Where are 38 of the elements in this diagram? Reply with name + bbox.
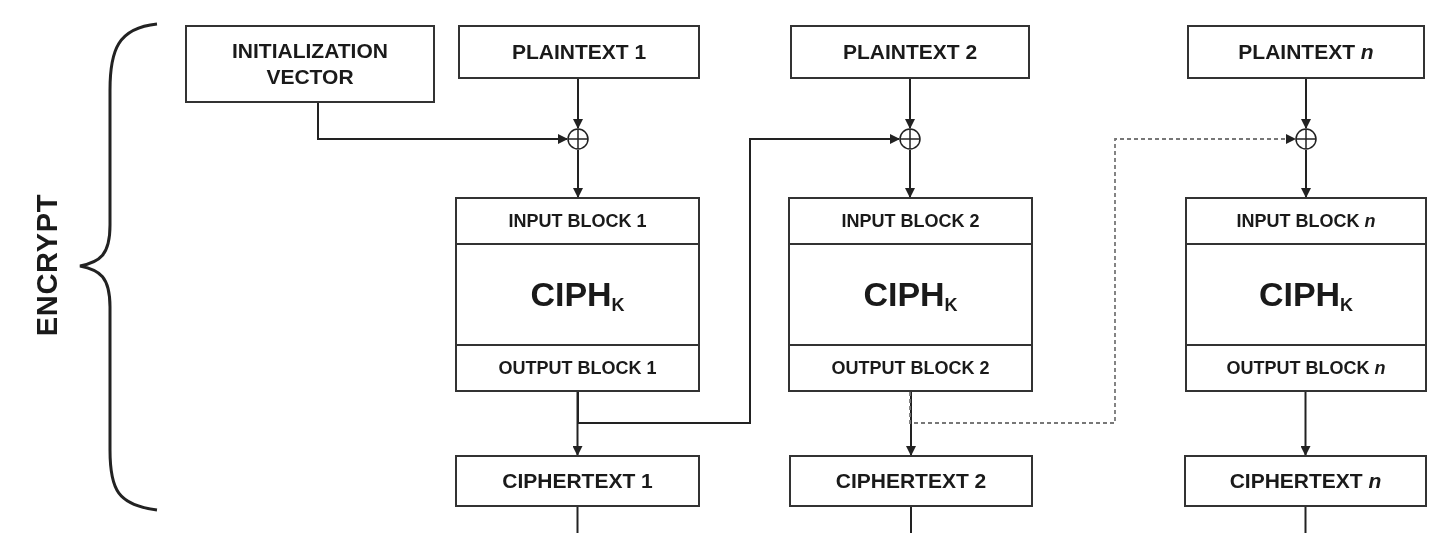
cipher-function: CIPH$_{K}$ [1258,274,1354,317]
process-box [790,25,1030,79]
cipher-block [788,197,1033,392]
process-box [789,455,1033,507]
cipher-function: CIPH$_{K}$ [863,274,958,317]
box-label: CIPHERTEXT 2 [834,468,988,494]
box-label: PLAINTEXT 2 [841,39,979,65]
arrow [905,149,915,198]
process-box [185,25,435,103]
block-label: INPUT BLOCK 2 [841,209,980,233]
arrow [906,391,916,456]
block-label: INPUT BLOCK n [1236,209,1376,233]
arrow [905,78,915,129]
cipher-function: CIPH$_{K}$ [530,274,625,317]
process-box [1187,25,1425,79]
block-label: INPUT BLOCK 1 [508,209,647,233]
arrow [573,78,583,129]
box-label: CIPHERTEXT n [1228,468,1383,494]
block-label: OUTPUT BLOCK 2 [831,356,990,380]
process-box [1184,455,1427,507]
arrow [1300,391,1311,456]
arrow [317,102,568,144]
block-label: OUTPUT BLOCK n [1226,356,1386,380]
side-label: ENCRYPT [30,193,65,337]
cipher-block [455,197,700,392]
process-box [458,25,700,79]
arrow [577,134,900,424]
cipher-block [1185,197,1427,392]
block-label: OUTPUT BLOCK 1 [498,356,657,380]
arrow [573,149,583,198]
arrow [1301,149,1311,198]
process-box [455,455,700,507]
arrow [1301,78,1311,129]
dashed-arrow [909,134,1296,424]
box-label: PLAINTEXT n [1237,39,1375,65]
box-label: CIPHERTEXT 1 [501,468,654,494]
box-label: INITIALIZATION VECTOR [231,38,389,90]
box-label: PLAINTEXT 1 [510,39,648,65]
